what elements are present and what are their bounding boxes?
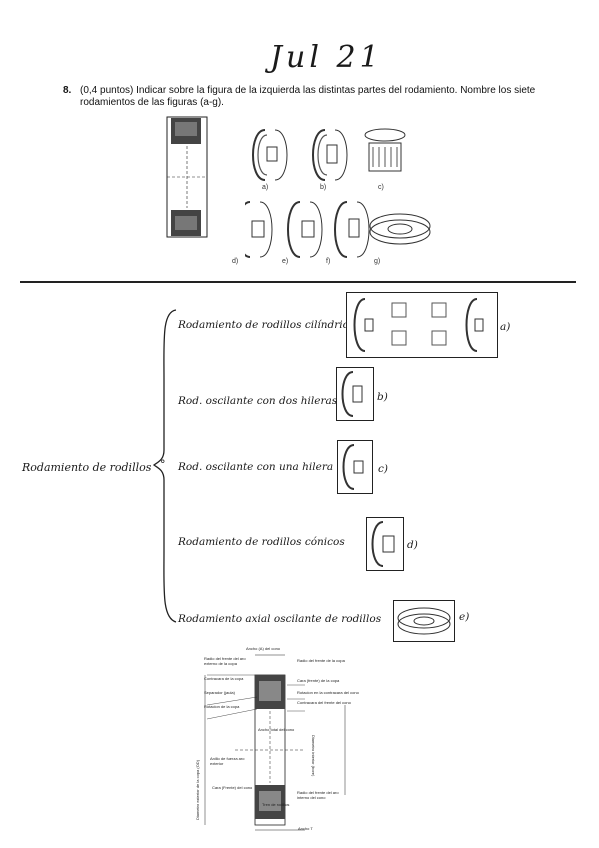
- answer-item-e-label: Rodamiento axial oscilante de rodillos: [178, 613, 382, 625]
- answer-letter-d: d): [407, 539, 418, 551]
- handwritten-title: Jul 21: [270, 40, 383, 75]
- bearing-sketch-a: [252, 129, 288, 181]
- diagram-label-center: Ancho total del cono: [258, 727, 295, 732]
- answer-letter-a: a): [500, 321, 511, 333]
- diagram-label-right-2: Rotacion en la contracara del cono: [297, 690, 359, 695]
- section-divider: [20, 281, 576, 283]
- bearing-sketch-d: [245, 201, 273, 258]
- answer-item-d-label: Rodamiento de rodillos cónicos: [178, 536, 345, 548]
- caption-b: b): [320, 184, 327, 191]
- question-number: 8.: [63, 85, 72, 96]
- caption-d: d): [232, 258, 239, 265]
- root-connector-mark: °: [160, 458, 166, 471]
- bearing-sketch-e: [287, 201, 323, 258]
- caption-c: c): [378, 184, 384, 191]
- bearing-sketch-f: [334, 201, 370, 258]
- diagram-label-left-5: Anillo de fuerza aro exterior: [210, 756, 245, 766]
- answer-letter-c: c): [378, 463, 388, 475]
- bearing-sketch-g: [369, 213, 431, 245]
- answer-figure-a: [346, 292, 498, 358]
- bearing-variants-figure: [245, 128, 431, 258]
- bearing-sketch-c: [364, 128, 406, 172]
- diagram-label-left-6: Cara (Frente) del cono: [212, 785, 253, 790]
- answer-figure-b: [336, 367, 374, 421]
- diagram-label-left-1: Contracara de la copa: [204, 676, 244, 681]
- diagram-label-bottom: Ancho T: [298, 826, 313, 831]
- diagram-label-right-3: Contracara del frente del cono: [297, 700, 351, 705]
- caption-e: e): [282, 258, 289, 265]
- caption-a: a): [262, 184, 269, 191]
- diagram-label-left-2: Separador (jaula): [204, 690, 235, 695]
- answer-letter-e: e): [459, 611, 470, 623]
- cross-section-bearing-figure: [166, 116, 208, 238]
- answer-figure-e: [393, 600, 455, 642]
- diagram-label-right-4: Diametro interior (bore): [311, 735, 316, 777]
- question-text: (0,4 puntos) Indicar sobre la figura de …: [80, 85, 536, 108]
- answer-figure-c: [337, 440, 373, 494]
- caption-g: g): [374, 258, 381, 265]
- diagram-label-top: Ancho (A) del cono: [246, 646, 281, 651]
- diagram-label-left-3: Rotacion de la copa: [204, 704, 240, 709]
- bearing-sketch-b: [312, 129, 348, 181]
- answer-figure-d: [366, 517, 404, 571]
- diagram-label-right-1: Cara (frente) de la copa: [297, 678, 340, 683]
- diagram-label-right-5: Radio del frente del aro interno del con…: [297, 790, 339, 800]
- answer-item-a-label: Rodamiento de rodillos cilíndricos: [178, 319, 361, 331]
- answer-item-b-label: Rod. oscilante con dos hileras: [178, 395, 338, 407]
- diagram-label-left-4: Diametro exterior de la copa (OD): [195, 759, 200, 820]
- answer-item-c-label: Rod. oscilante con una hilera: [178, 461, 334, 473]
- caption-f: f): [326, 258, 331, 265]
- diagram-label-hub: Tren de rodillos: [262, 802, 290, 807]
- root-label: Rodamiento de rodillos: [22, 461, 152, 474]
- curly-brace: [152, 309, 177, 623]
- diagram-label-left-0: Radio del frente del aro externo de la c…: [204, 656, 246, 666]
- answer-letter-b: b): [377, 391, 388, 403]
- labeled-bearing-diagram: [204, 654, 346, 831]
- diagram-label-right-0: Radio del frente de la copa: [297, 658, 345, 663]
